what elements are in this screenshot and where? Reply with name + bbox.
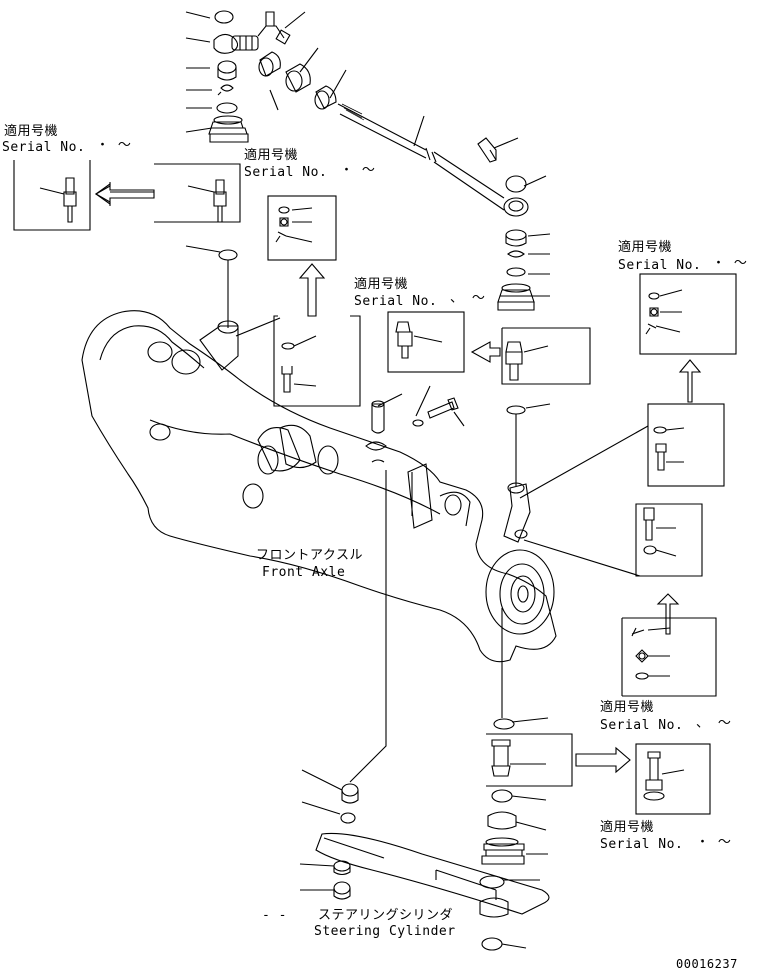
applicable-model-label: 適用号機 — [600, 700, 655, 715]
serial-no-label: Serial No. — [2, 140, 86, 155]
left-serial-boxes — [13, 160, 241, 231]
serial-range-label: 、 ～ — [696, 716, 732, 731]
steering-cylinder-en-label: Steering Cylinder — [314, 924, 456, 939]
leader-lines — [185, 245, 649, 783]
axle-center-parts — [365, 385, 465, 463]
top-left-parts — [185, 10, 291, 143]
applicable-model-label: 適用号機 — [4, 124, 59, 139]
serial-no-label: Serial No. — [618, 258, 702, 273]
front-axle-jp-label: フロントアクスル — [256, 548, 363, 563]
serial-no-label: Serial No. — [600, 837, 684, 852]
serial-no-label: Serial No. — [600, 718, 684, 733]
steering-cylinder — [299, 769, 550, 915]
serial-no-label: Serial No. — [354, 294, 438, 309]
front-axle-body — [81, 310, 557, 663]
serial-range-label: ・ ～ — [340, 163, 376, 178]
middle-serial-boxes — [267, 195, 591, 407]
right-column-parts — [497, 229, 551, 415]
dash-label: - - — [262, 908, 287, 923]
applicable-model-label: 適用号機 — [244, 148, 299, 163]
steering-cylinder-jp-label: ステアリングシリンダ — [318, 908, 454, 923]
figure-number: 00016237 — [676, 957, 738, 971]
applicable-model-label: 適用号機 — [618, 240, 673, 255]
lower-kingpin-boxes — [479, 717, 711, 951]
right-upper-boxes — [639, 273, 737, 487]
applicable-model-label: 適用号機 — [354, 277, 409, 292]
applicable-model-label: 適用号機 — [600, 820, 655, 835]
serial-range-label: 、 ～ — [450, 291, 486, 306]
serial-range-label: ・ ～ — [96, 138, 132, 153]
front-axle-en-label: Front Axle — [262, 565, 346, 580]
serial-no-label: Serial No. — [244, 165, 328, 180]
serial-range-label: ・ ～ — [696, 835, 732, 850]
serial-range-label: ・ ～ — [712, 256, 748, 271]
tie-rod — [258, 11, 547, 217]
right-lower-boxes — [621, 503, 717, 697]
